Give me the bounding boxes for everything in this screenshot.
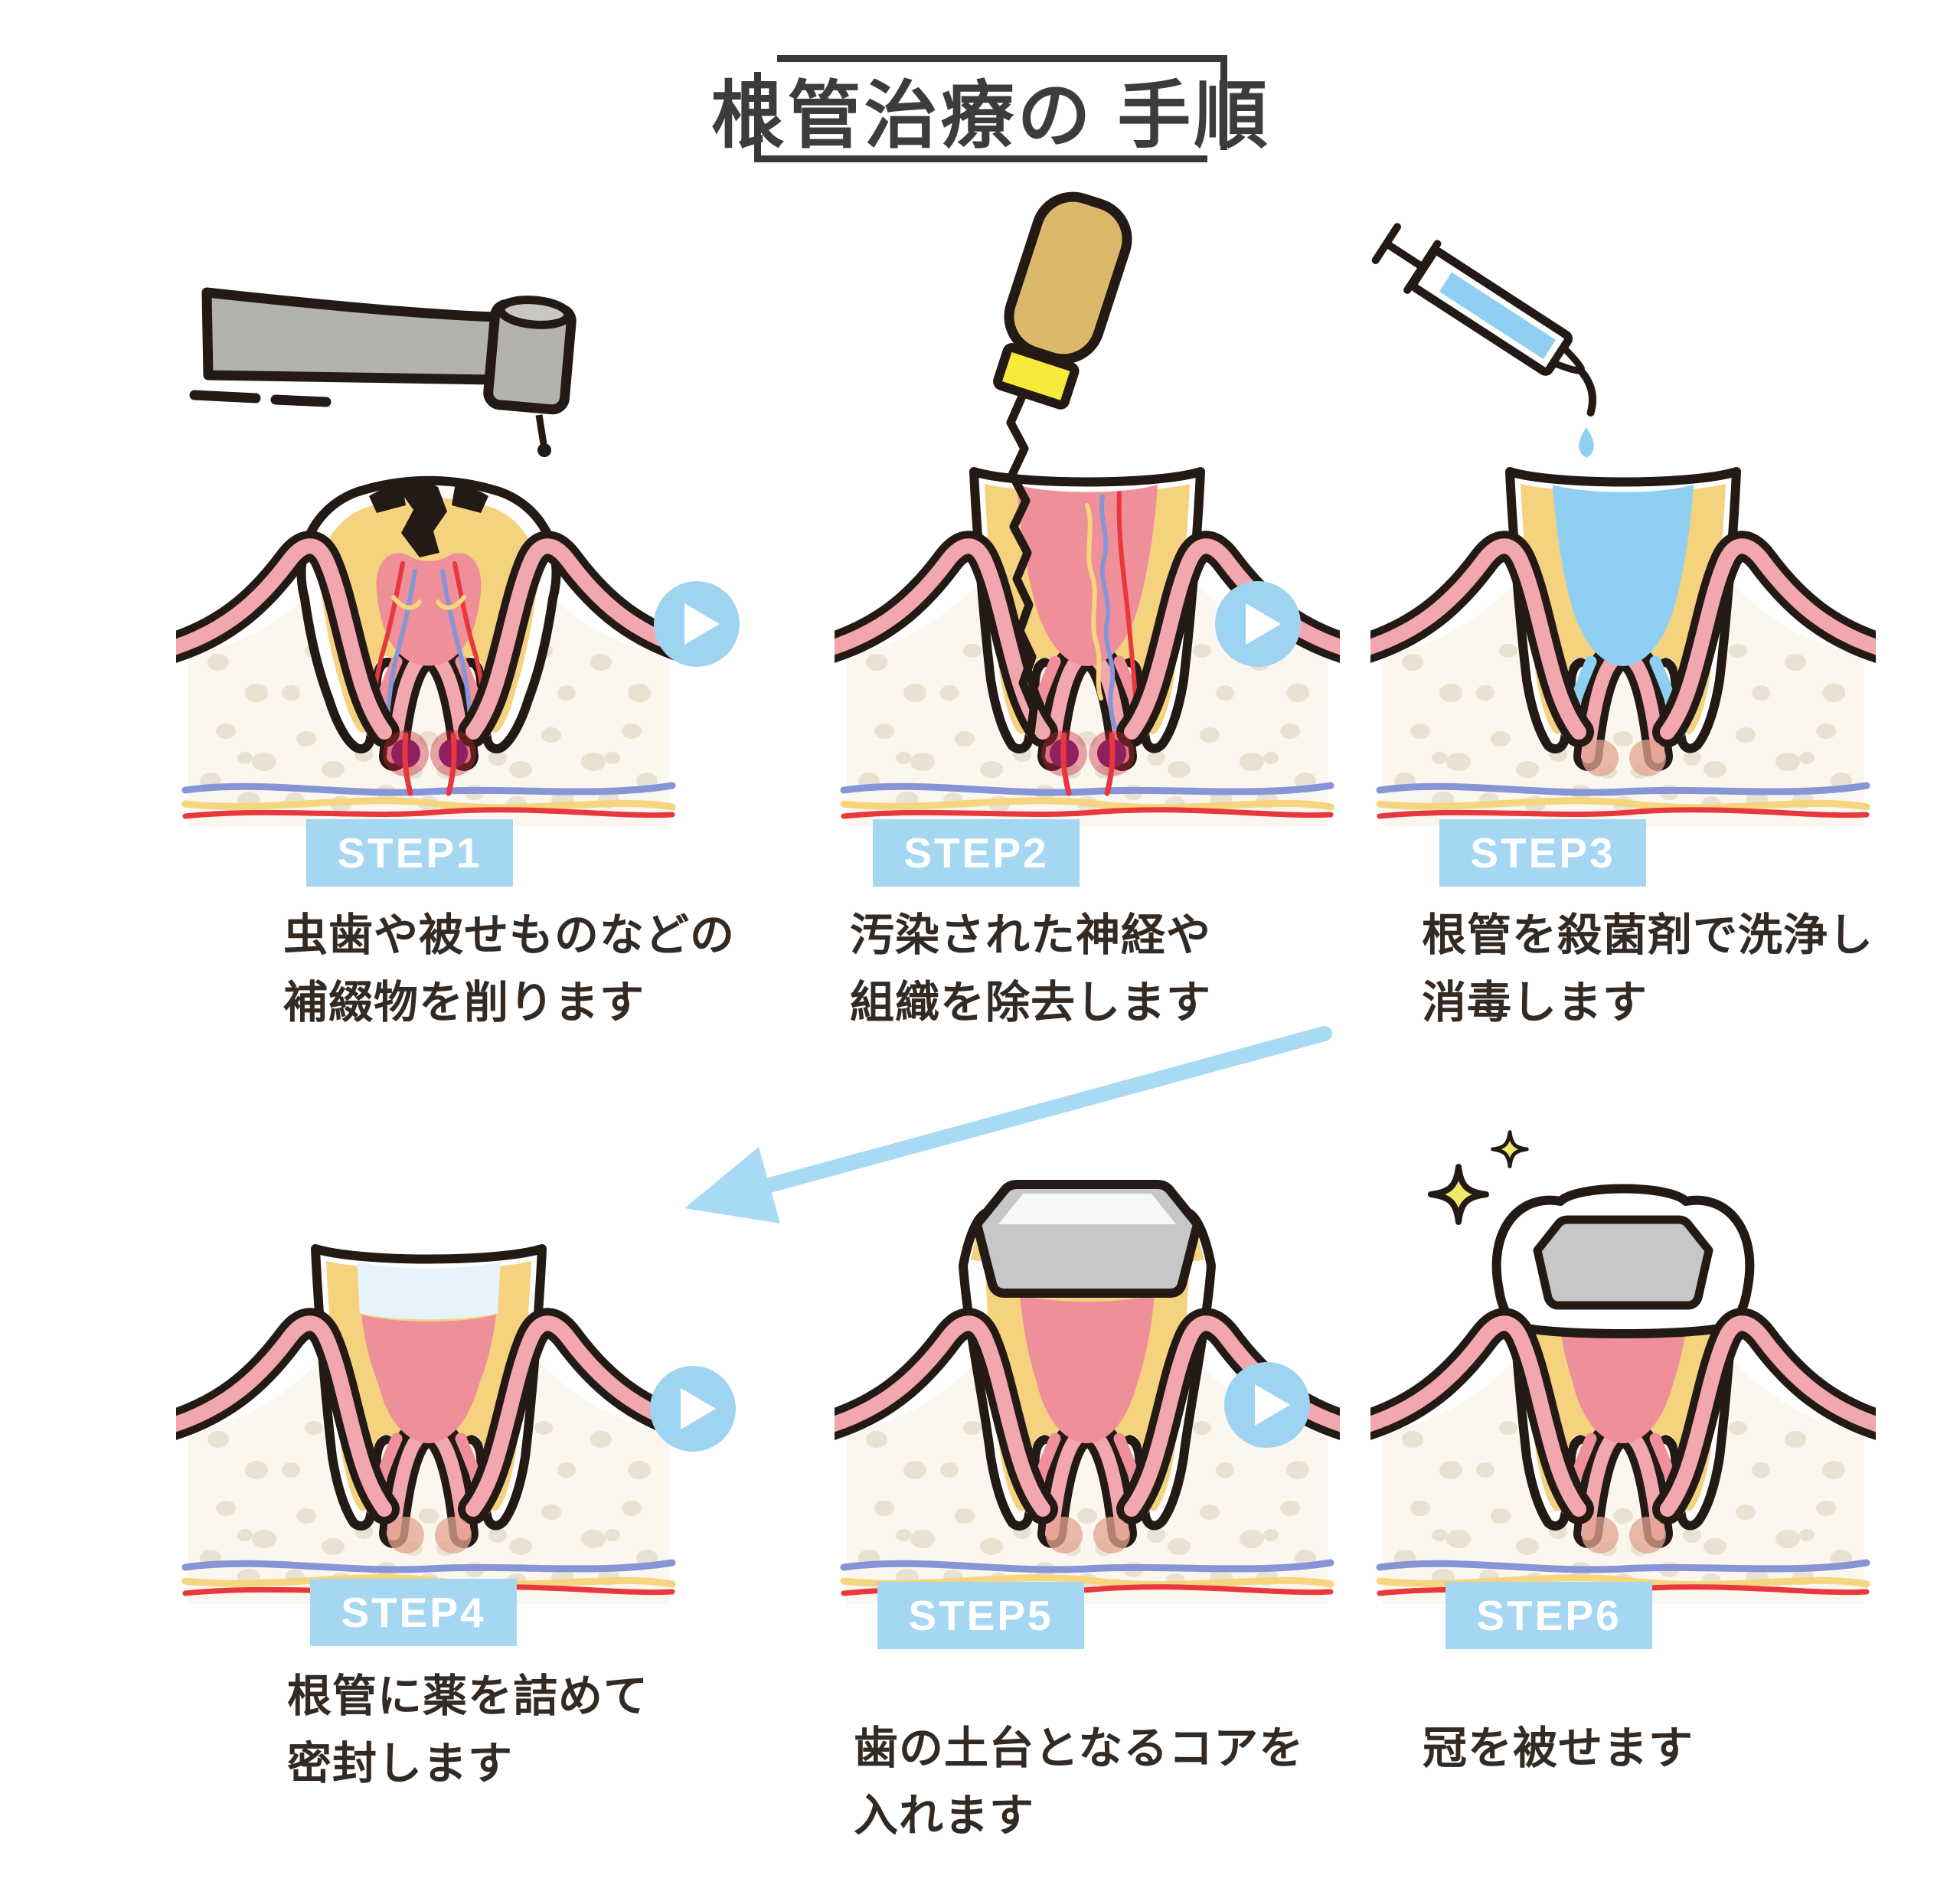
step2-label: STEP2 [873, 819, 1080, 887]
step5-caption: 歯の土台となるコアを 入れます [854, 1715, 1304, 1850]
page-title-box: 根管治療の 手順 [710, 55, 1271, 162]
root-canal-file-icon [993, 191, 1132, 738]
rinsed-tooth [1510, 472, 1736, 749]
sealed-tooth [315, 1249, 542, 1526]
step3-label: STEP3 [1439, 819, 1646, 887]
next-step-arrow-4-icon [650, 1366, 736, 1452]
step5-caption-line1: 歯の土台となるコアを [854, 1723, 1305, 1773]
dental-drill-icon [189, 287, 577, 457]
step3-caption-line1: 根管を殺菌剤で洗浄し [1422, 910, 1874, 960]
sparkle-icon [1431, 1132, 1527, 1222]
step1-caption-line2: 補綴物を削ります [283, 978, 645, 1027]
step4-caption-line2: 密封します [287, 1739, 514, 1789]
step5-caption-line2: 入れます [854, 1791, 1035, 1841]
step3-caption-line2: 消毒します [1422, 978, 1648, 1027]
syringe-icon [1371, 223, 1596, 458]
row-break-arrow-icon [684, 1026, 1332, 1223]
step2-illustration [835, 191, 1340, 827]
step6-label: STEP6 [1446, 1582, 1652, 1649]
step6-illustration [1370, 1129, 1876, 1604]
step6-caption: 冠を被せます [1423, 1715, 1694, 1782]
step1-caption-line1: 虫歯や被せものなどの [283, 910, 736, 960]
step1-caption: 虫歯や被せものなどの 補綴物を削ります [283, 902, 735, 1037]
next-step-arrow-2-icon [1215, 581, 1301, 667]
step4-caption-line1: 根管に薬を詰めて [287, 1671, 649, 1721]
step4-label: STEP4 [310, 1579, 517, 1646]
crown-icon [1491, 1184, 1755, 1338]
step5-illustration [835, 1180, 1340, 1604]
step4-illustration [176, 1129, 681, 1604]
next-step-arrow-5-icon [1224, 1362, 1310, 1448]
step3-caption: 根管を殺菌剤で洗浄し 消毒します [1422, 902, 1873, 1037]
droplet-icon [1579, 427, 1594, 458]
step2-caption-line1: 汚染された神経や [850, 910, 1212, 960]
step1-label: STEP1 [306, 819, 513, 887]
step1-illustration [176, 287, 681, 827]
opened-tooth [974, 472, 1200, 749]
next-step-arrow-1-icon [654, 581, 740, 667]
step4-caption: 根管に薬を詰めて 密封します [287, 1663, 648, 1798]
step3-illustration [1370, 223, 1876, 827]
page-title: 根管治療の 手順 [710, 74, 1271, 157]
step6-caption-line1: 冠を被せます [1423, 1723, 1694, 1773]
step5-label: STEP5 [877, 1582, 1084, 1649]
metal-core-icon [972, 1180, 1202, 1298]
step2-caption-line2: 組織を除去します [850, 978, 1212, 1027]
cavity-decay [369, 482, 488, 557]
step2-caption: 汚染された神経や 組織を除去します [850, 902, 1211, 1037]
title-frame-top-right [777, 55, 1227, 150]
tooth-with-crown [1491, 1184, 1755, 1527]
title-frame-bottom-left [754, 72, 1207, 162]
